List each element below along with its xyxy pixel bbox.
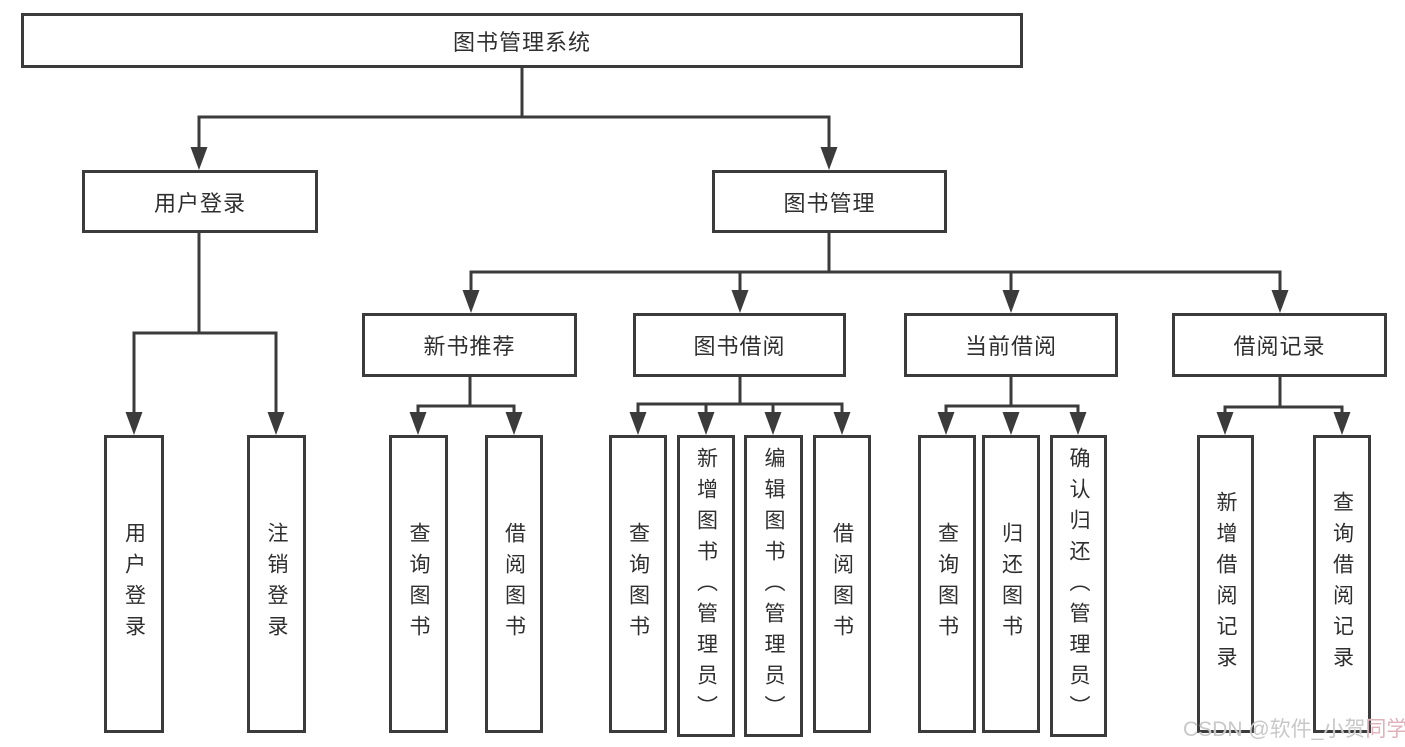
leaf-recommend-query-books: 查询图书 (389, 435, 448, 733)
leaf-borrowing-add-books-admin-label: 新增图书（管理员） (694, 446, 718, 726)
node-book-borrowing: 图书借阅 (633, 313, 846, 377)
node-book-management: 图书管理 (712, 170, 947, 233)
node-current-borrowing: 当前借阅 (904, 313, 1118, 377)
leaf-current-confirm-return-admin-label: 确认归还（管理员） (1067, 446, 1090, 726)
leaf-recommend-query-books-label: 查询图书 (407, 522, 430, 646)
leaf-records-add-record: 新增借阅记录 (1197, 435, 1254, 733)
leaf-borrowing-query-books-label: 查询图书 (626, 522, 650, 646)
leaf-borrowing-edit-books-admin-label: 编辑图书（管理员） (762, 446, 785, 726)
leaf-borrowing-query-books: 查询图书 (609, 435, 667, 733)
leaf-current-return-books-label: 归还图书 (999, 522, 1023, 646)
node-library-system: 图书管理系统 (21, 13, 1023, 68)
leaf-records-query-record: 查询借阅记录 (1313, 435, 1371, 733)
leaf-logout-label: 注销登录 (265, 522, 288, 646)
leaf-borrowing-add-books-admin: 新增图书（管理员） (677, 435, 735, 737)
node-new-book-recommend: 新书推荐 (362, 313, 577, 377)
node-borrowing-records: 借阅记录 (1172, 313, 1387, 377)
leaf-current-confirm-return-admin: 确认归还（管理员） (1050, 435, 1107, 737)
leaf-current-return-books: 归还图书 (982, 435, 1040, 733)
watermark: CSDN @软件_小贺同学 (1183, 713, 1405, 743)
leaf-recommend-borrow-books: 借阅图书 (485, 435, 543, 733)
leaf-current-query-books: 查询图书 (918, 435, 976, 733)
leaf-current-query-books-label: 查询图书 (935, 522, 959, 646)
watermark-text: CSDN @软件_小贺 (1183, 718, 1366, 741)
leaf-logout: 注销登录 (247, 435, 306, 733)
leaf-borrowing-borrow-books-label: 借阅图书 (830, 522, 854, 646)
leaf-records-query-record-label: 查询借阅记录 (1330, 491, 1354, 677)
leaf-recommend-borrow-books-label: 借阅图书 (502, 522, 526, 646)
leaf-records-add-record-label: 新增借阅记录 (1214, 491, 1237, 677)
leaf-user-login: 用户登录 (104, 435, 164, 733)
leaf-borrowing-borrow-books: 借阅图书 (813, 435, 871, 733)
leaf-user-login-label: 用户登录 (122, 522, 146, 646)
node-user-login: 用户登录 (82, 170, 318, 233)
watermark-accent-text: 同学 (1365, 718, 1405, 741)
leaf-borrowing-edit-books-admin: 编辑图书（管理员） (744, 435, 803, 737)
